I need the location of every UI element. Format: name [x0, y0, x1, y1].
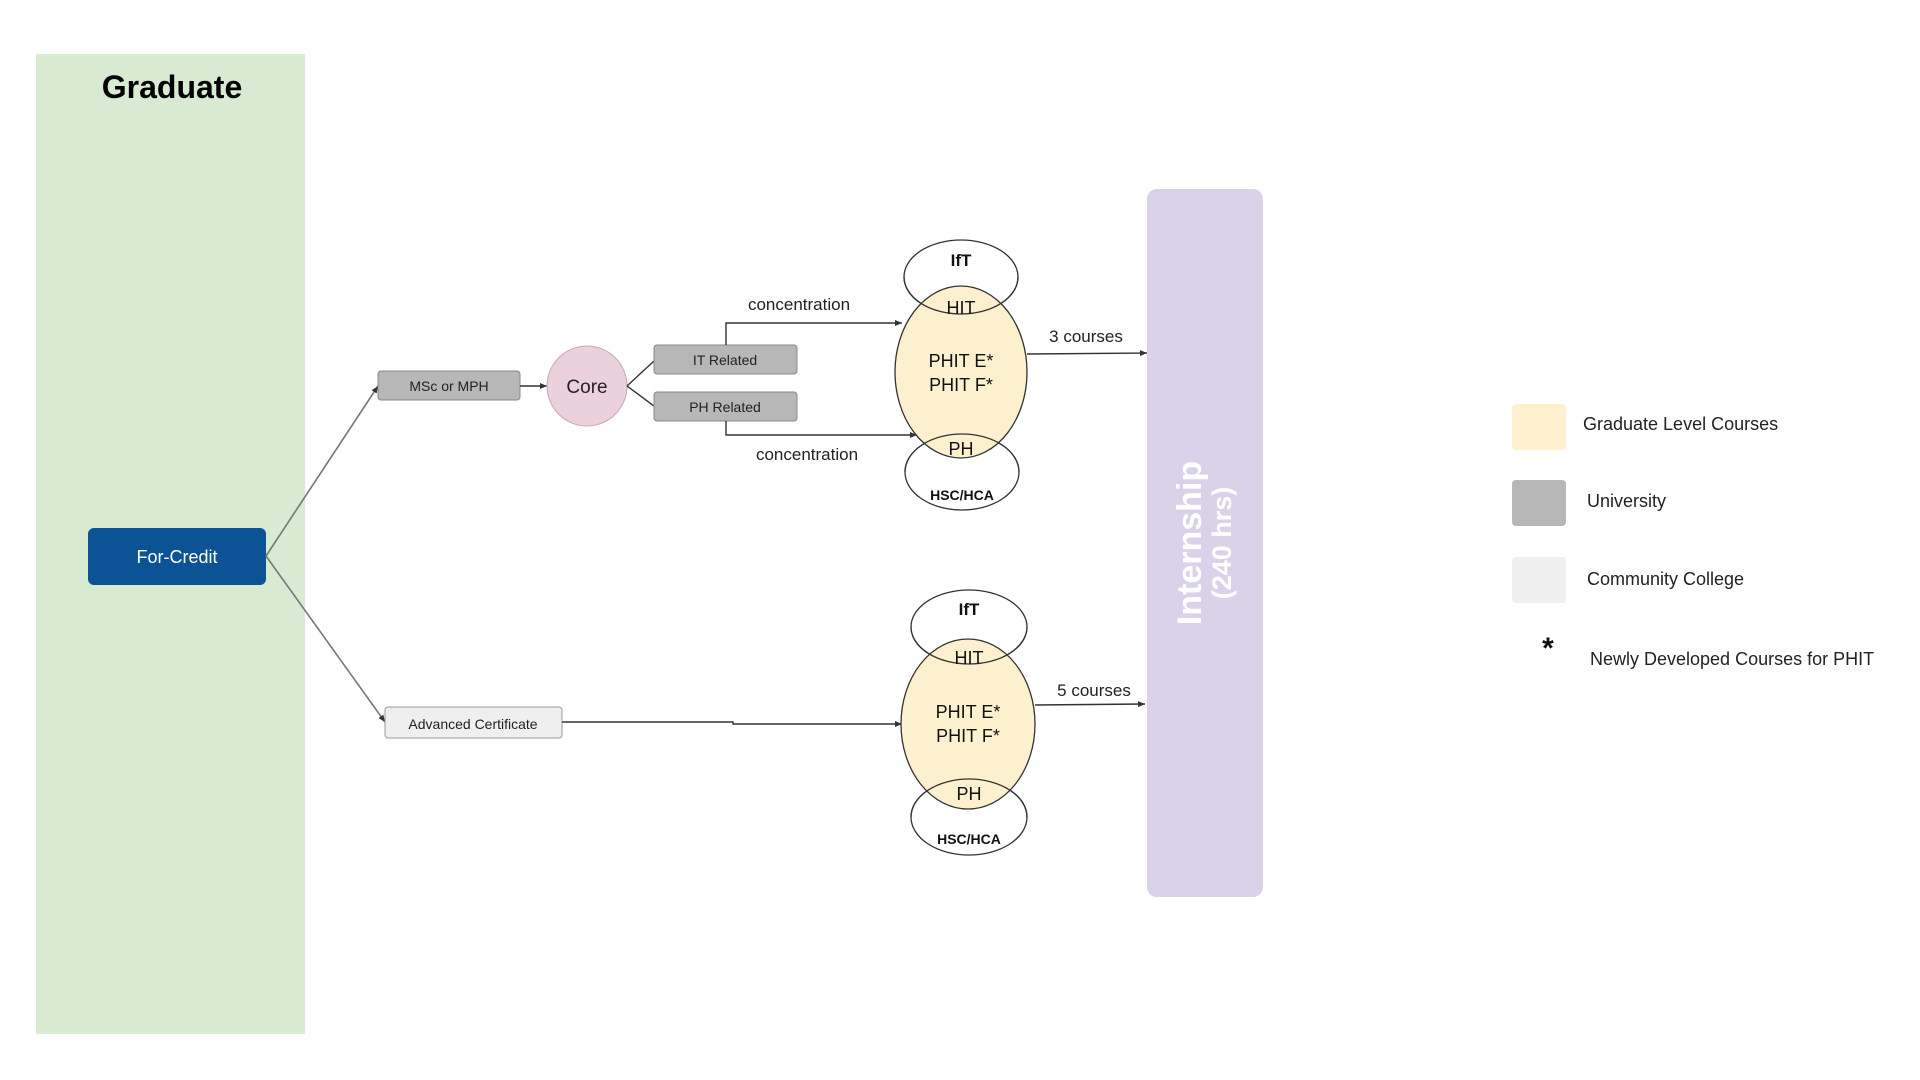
core-label: Core	[566, 377, 607, 398]
internship-text-group: Internship (240 hrs)	[1171, 461, 1237, 625]
internship-box	[1147, 189, 1263, 897]
asterisk-icon: *	[1542, 632, 1554, 665]
lower-phit-ellipse	[900, 638, 1036, 810]
ph-related-label: PH Related	[689, 399, 761, 415]
concentration-bottom-label: concentration	[756, 445, 858, 464]
lower-phit-e-label: PHIT E*	[936, 702, 1001, 722]
for-credit-label: For-Credit	[136, 547, 217, 567]
connector-it-concentration	[725, 320, 902, 345]
legend-label-community: Community College	[1587, 569, 1744, 589]
connector-upper-internship	[1026, 350, 1148, 357]
upper-hsc-arc	[904, 433, 1020, 473]
upper-courses-label: 3 courses	[1049, 327, 1123, 346]
connector-ph-concentration	[725, 421, 917, 438]
connector-core-ph	[626, 385, 655, 407]
upper-hit-label: HIT	[947, 298, 976, 318]
it-related-label: IT Related	[693, 352, 757, 368]
legend-swatch-graduate	[1512, 404, 1566, 450]
internship-label: Internship	[1171, 461, 1209, 625]
internship-hours-label: (240 hrs)	[1207, 487, 1237, 600]
lower-phit-f-label: PHIT F*	[936, 726, 1000, 746]
upper-phit-e-label: PHIT E*	[929, 351, 994, 371]
certificate-label: Advanced Certificate	[408, 716, 537, 732]
lower-ph-label: PH	[956, 784, 981, 804]
upper-hsc-label: HSC/HCA	[930, 487, 994, 503]
connector-certificate-cluster	[562, 721, 902, 727]
legend-swatch-university	[1512, 480, 1566, 526]
upper-phit-ellipse	[894, 285, 1028, 459]
legend-swatch-community	[1512, 557, 1566, 603]
legend-label-university: University	[1587, 491, 1666, 511]
for-credit-box[interactable]	[88, 528, 266, 585]
lower-ift-arc	[910, 626, 1028, 665]
upper-course-cluster: IfT HIT PHIT E* PHIT F* PH HSC/HCA	[894, 239, 1028, 511]
lower-hsc-label: HSC/HCA	[937, 831, 1001, 847]
connector-core-it	[626, 360, 655, 387]
connector-to-degree	[265, 385, 379, 557]
graduate-title: Graduate	[102, 69, 242, 105]
degree-label: MSc or MPH	[409, 378, 488, 394]
lower-hsc-arc	[910, 778, 1028, 818]
connector-lower-internship	[1034, 701, 1146, 708]
legend: Graduate Level Courses University Commun…	[1512, 404, 1874, 669]
connector-to-certificate	[265, 555, 386, 723]
upper-phit-f-label: PHIT F*	[929, 375, 993, 395]
concentration-top-label: concentration	[748, 295, 850, 314]
legend-label-graduate: Graduate Level Courses	[1583, 414, 1778, 434]
lower-courses-label: 5 courses	[1057, 681, 1131, 700]
upper-ph-label: PH	[948, 439, 973, 459]
legend-label-asterisk: Newly Developed Courses for PHIT	[1590, 649, 1874, 669]
lower-course-cluster: IfT HIT PHIT E* PHIT F* PH HSC/HCA	[900, 589, 1036, 856]
upper-ift-arc	[903, 276, 1019, 315]
lower-ift-label: IfT	[959, 600, 980, 619]
lower-hit-label: HIT	[955, 648, 984, 668]
upper-ift-label: IfT	[951, 251, 972, 270]
